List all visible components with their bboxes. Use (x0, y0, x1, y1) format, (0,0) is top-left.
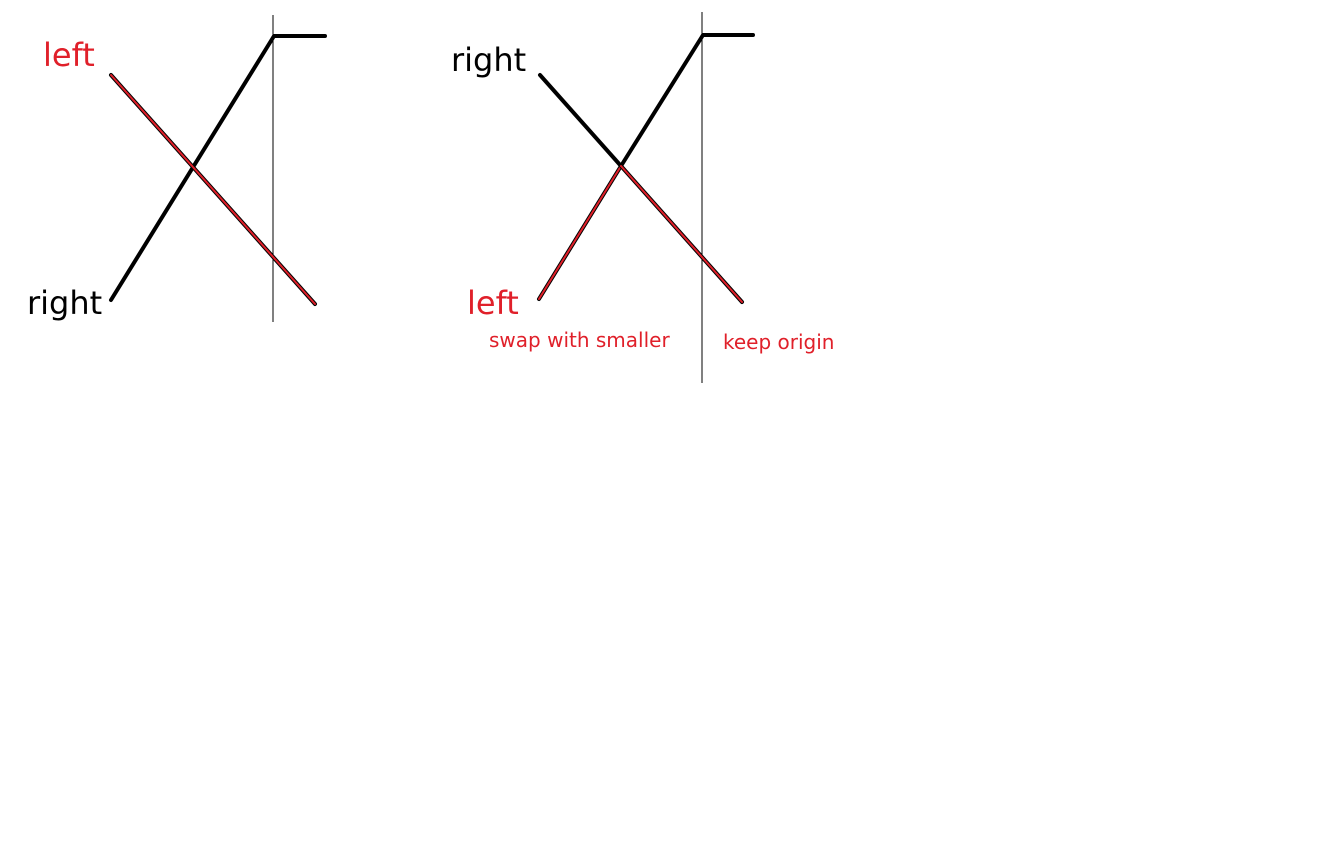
right-pointer-line-lower (620, 165, 743, 303)
diagram-after: right left swap with smaller keep origin (451, 12, 834, 383)
rising-line-upper (619, 33, 755, 168)
right-pointer-line-upper (538, 73, 623, 168)
left-pointer-line (110, 74, 316, 305)
diagram-before: left right (27, 15, 327, 322)
note-keep-origin: keep origin (723, 330, 834, 354)
label-right: right (27, 284, 102, 322)
label-right: right (451, 41, 526, 79)
left-pointer-line (538, 165, 622, 300)
label-left: left (43, 36, 95, 74)
note-swap-with-smaller: swap with smaller (489, 328, 670, 352)
right-pointer-line (109, 34, 327, 302)
label-left: left (467, 284, 519, 322)
